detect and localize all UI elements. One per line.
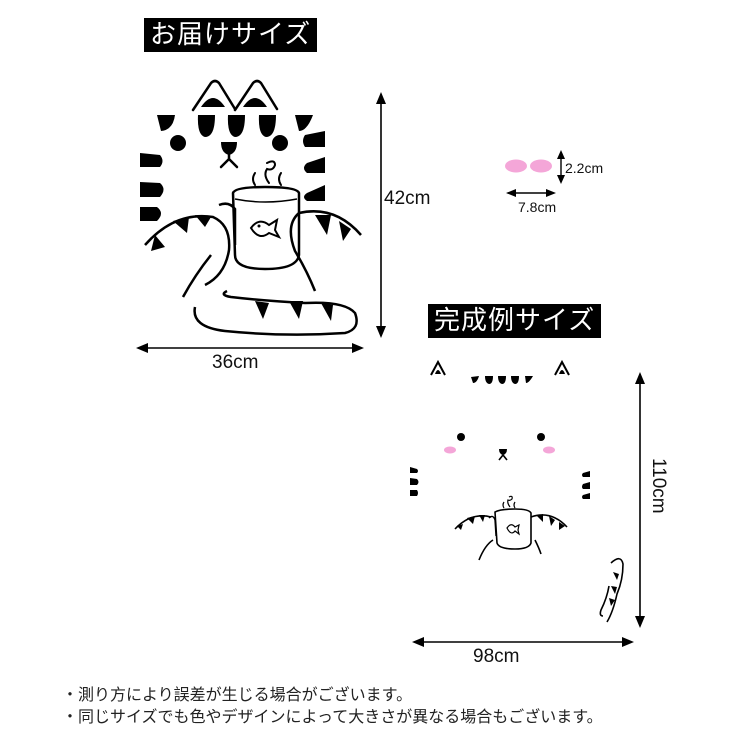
note-size-variation: ・同じサイズでも色やデザインによって大きさが異なる場合もございます。 xyxy=(62,707,603,726)
note-measurement-error: ・測り方により誤差が生じる場合がございます。 xyxy=(62,685,413,704)
completed-width-label: 98cm xyxy=(473,646,520,667)
delivered-cat-illustration xyxy=(135,75,365,337)
delivered-width-label: 36cm xyxy=(212,352,259,373)
cheek-width-arrow xyxy=(506,188,556,198)
cheek-stickers xyxy=(504,158,554,174)
notes: ・測り方により誤差が生じる場合がございます。 ・同じサイズでも色やデザインによっ… xyxy=(62,684,603,728)
cheek-height-arrow xyxy=(556,150,566,184)
completed-cat-illustration xyxy=(405,350,630,630)
completed-height-label: 110cm xyxy=(648,458,669,514)
delivered-height-arrow xyxy=(374,92,388,338)
cheek-width-label: 7.8cm xyxy=(518,199,557,215)
completed-height-arrow xyxy=(634,372,646,628)
delivered-height-label: 42cm xyxy=(384,188,431,209)
completed-size-title: 完成例サイズ xyxy=(428,304,602,338)
completed-width-arrow xyxy=(412,636,634,648)
cheek-height-label: 2.2cm xyxy=(565,160,604,176)
delivered-width-arrow xyxy=(136,342,364,354)
delivered-size-title: お届けサイズ xyxy=(144,18,318,52)
